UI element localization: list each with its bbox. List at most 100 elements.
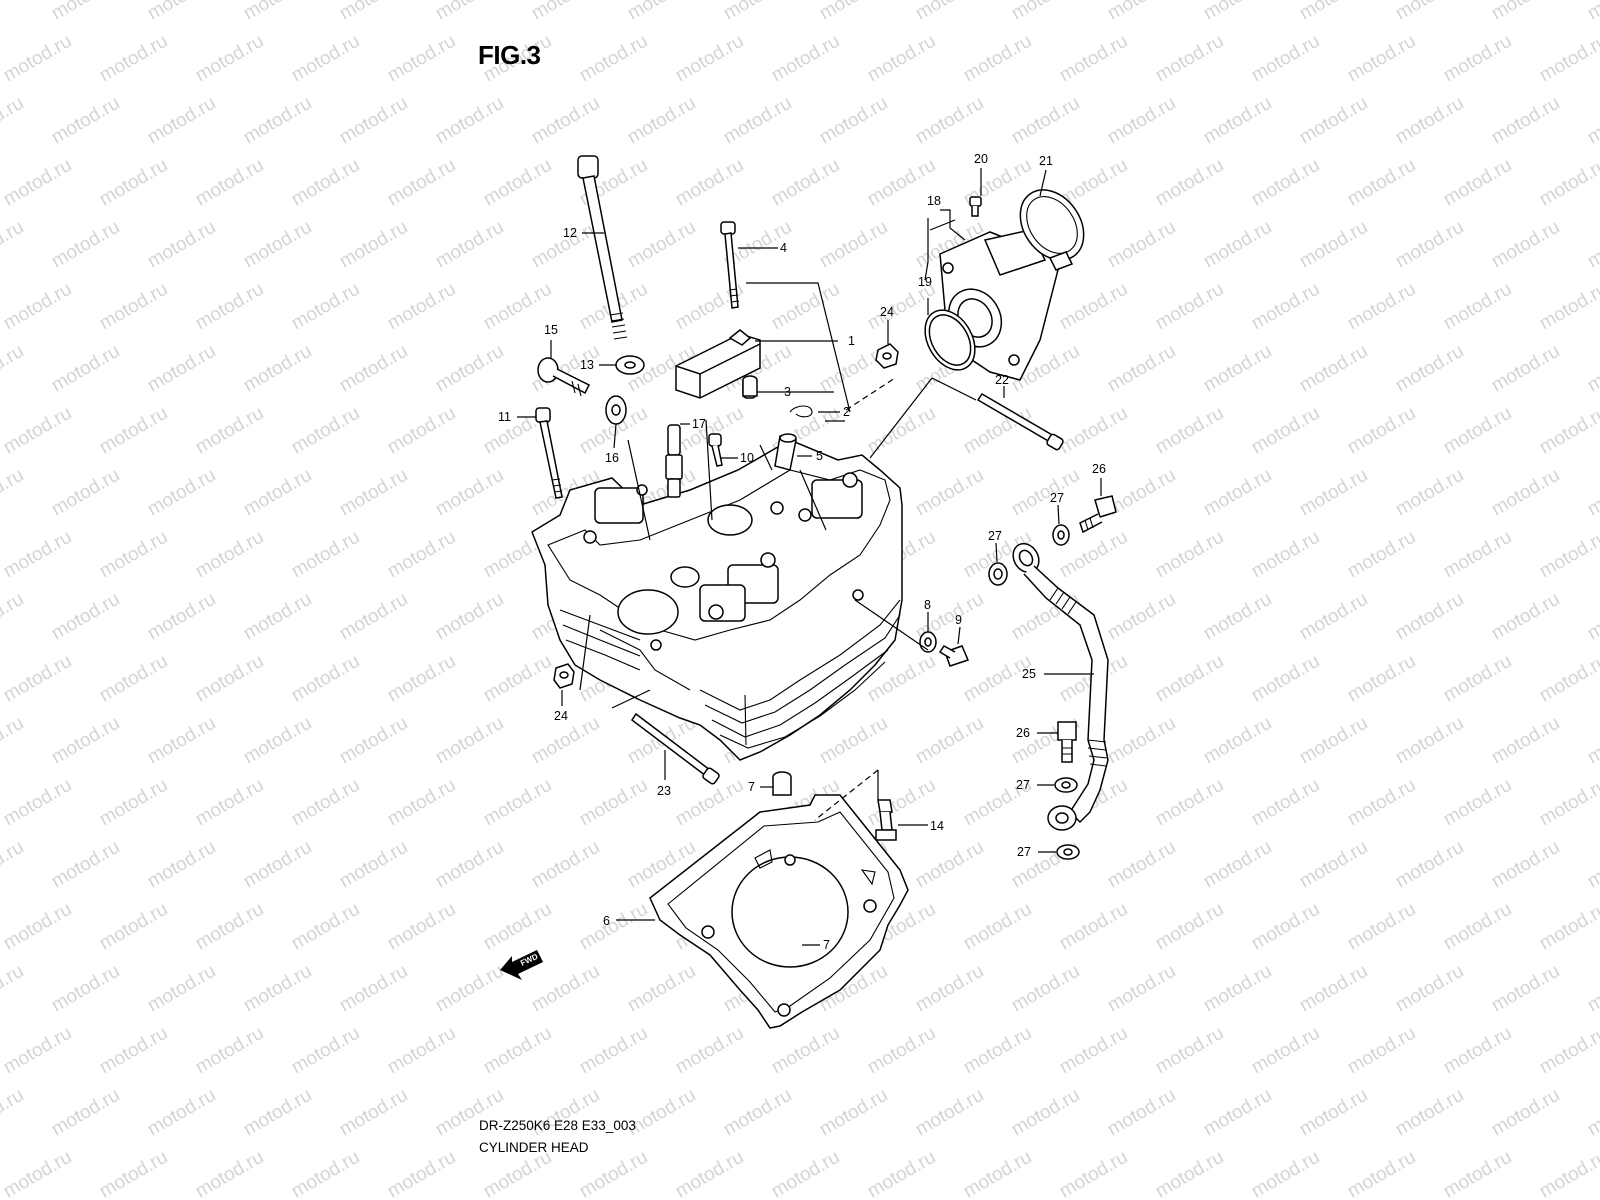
watermark-text: motod.ru <box>0 341 27 397</box>
watermark-text: motod.ru <box>288 155 363 211</box>
watermark-text: motod.ru <box>1152 403 1227 459</box>
oil-pipe-drawing <box>1012 542 1109 831</box>
watermark-text: motod.ru <box>336 713 411 769</box>
watermark-text: motod.ru <box>0 31 75 87</box>
watermark-text: motod.ru <box>960 1023 1035 1079</box>
watermark-text: motod.ru <box>1344 279 1419 335</box>
watermark-text: motod.ru <box>624 93 699 149</box>
watermark-text: motod.ru <box>1392 0 1467 24</box>
watermark-text: motod.ru <box>384 899 459 955</box>
watermark-text: motod.ru <box>1536 1023 1600 1079</box>
watermark-text: motod.ru <box>1008 465 1083 521</box>
watermark-text: motod.ru <box>1584 713 1600 769</box>
callout-1: 1 <box>848 334 855 348</box>
watermark-text: motod.ru <box>1392 1085 1467 1141</box>
watermark-text: motod.ru <box>384 527 459 583</box>
watermark-text: motod.ru <box>144 837 219 893</box>
watermark-text: motod.ru <box>1344 31 1419 87</box>
watermark-text: motod.ru <box>1296 713 1371 769</box>
watermark-text: motod.ru <box>1584 961 1600 1017</box>
watermark-text: motod.ru <box>1296 961 1371 1017</box>
watermark-text: motod.ru <box>1584 217 1600 273</box>
dowel-7-upper-drawing <box>772 771 792 796</box>
watermark-text: motod.ru <box>1104 961 1179 1017</box>
watermark-text: motod.ru <box>672 403 747 459</box>
watermark-text: motod.ru <box>0 589 27 645</box>
watermark-text: motod.ru <box>0 0 27 24</box>
watermark-text: motod.ru <box>1248 1147 1323 1200</box>
watermark-text: motod.ru <box>528 837 603 893</box>
watermark-text: motod.ru <box>1488 713 1563 769</box>
watermark-text: motod.ru <box>912 837 987 893</box>
watermark-text: motod.ru <box>1584 589 1600 645</box>
watermark-text: motod.ru <box>384 31 459 87</box>
watermark-text: motod.ru <box>1248 1023 1323 1079</box>
callout-2: 2 <box>843 405 850 419</box>
watermark-text: motod.ru <box>1200 465 1275 521</box>
watermark-text: motod.ru <box>1248 31 1323 87</box>
watermark-text: motod.ru <box>528 961 603 1017</box>
watermark-text: motod.ru <box>864 775 939 831</box>
callout-labels: 1 2 3 4 5 6 7 7 8 9 10 11 12 13 14 15 16… <box>498 152 1106 952</box>
watermark-text: motod.ru <box>384 403 459 459</box>
screw-20-drawing <box>969 196 982 217</box>
watermark-text: motod.ru <box>480 775 555 831</box>
watermark-text: motod.ru <box>1536 651 1600 707</box>
watermark-text: motod.ru <box>1104 713 1179 769</box>
watermark-text: motod.ru <box>1536 775 1600 831</box>
watermark-text: motod.ru <box>1392 837 1467 893</box>
watermark-text: motod.ru <box>480 899 555 955</box>
watermark-text: motod.ru <box>672 1147 747 1200</box>
watermark-text: motod.ru <box>1296 1085 1371 1141</box>
watermark-text: motod.ru <box>1392 589 1467 645</box>
watermark-text: motod.ru <box>96 899 171 955</box>
watermark-text: motod.ru <box>1200 93 1275 149</box>
callout-7-upper: 7 <box>748 780 755 794</box>
watermark-text: motod.ru <box>1584 0 1600 24</box>
callout-13: 13 <box>580 358 594 372</box>
watermark-text: motod.ru <box>240 465 315 521</box>
callout-27-b: 27 <box>988 529 1002 543</box>
spark-plug-drawing <box>665 424 683 498</box>
watermark-text: motod.ru <box>1248 155 1323 211</box>
watermark-text: motod.ru <box>1200 0 1275 24</box>
watermark-text: motod.ru <box>1344 899 1419 955</box>
watermark-text: motod.ru <box>1296 341 1371 397</box>
watermark-text: motod.ru <box>384 1023 459 1079</box>
watermark-text: motod.ru <box>288 899 363 955</box>
callout-20: 20 <box>974 152 988 166</box>
watermark-text: motod.ru <box>1056 403 1131 459</box>
watermark-text: motod.ru <box>1248 775 1323 831</box>
watermark-text: motod.ru <box>960 1147 1035 1200</box>
watermark-text: motod.ru <box>192 31 267 87</box>
watermark-text: motod.ru <box>576 1023 651 1079</box>
watermark-text: motod.ru <box>1440 1023 1515 1079</box>
callout-27-d: 27 <box>1017 845 1031 859</box>
watermark-text: motod.ru <box>1344 403 1419 459</box>
watermark-text: motod.ru <box>816 0 891 24</box>
intake-pipe-drawing <box>924 229 1061 381</box>
watermark-text: motod.ru <box>1584 93 1600 149</box>
watermark-text: motod.ru <box>1104 217 1179 273</box>
watermark-text: motod.ru <box>192 651 267 707</box>
watermark-text: motod.ru <box>0 775 75 831</box>
watermark-text: motod.ru <box>1536 899 1600 955</box>
watermark-text: motod.ru <box>1536 155 1600 211</box>
watermark-text: motod.ru <box>0 279 75 335</box>
figure-name: CYLINDER HEAD <box>479 1140 589 1155</box>
watermark-text: motod.ru <box>1008 961 1083 1017</box>
watermark-text: motod.ru <box>0 1085 27 1141</box>
watermark-text: motod.ru <box>1344 1147 1419 1200</box>
callout-26-lower: 26 <box>1016 726 1030 740</box>
watermark-text: motod.ru <box>144 961 219 1017</box>
watermark-text: motod.ru <box>336 341 411 397</box>
head-gasket-drawing <box>649 794 909 1029</box>
union-bolt-26-lower-drawing <box>1057 721 1077 763</box>
watermark-text: motod.ru <box>1344 1023 1419 1079</box>
watermark-text: motod.ru <box>864 1023 939 1079</box>
watermark-text: motod.ru <box>432 93 507 149</box>
watermark-text: motod.ru <box>528 0 603 24</box>
watermark-text: motod.ru <box>1440 899 1515 955</box>
cylinder-head-drawing <box>531 439 903 761</box>
